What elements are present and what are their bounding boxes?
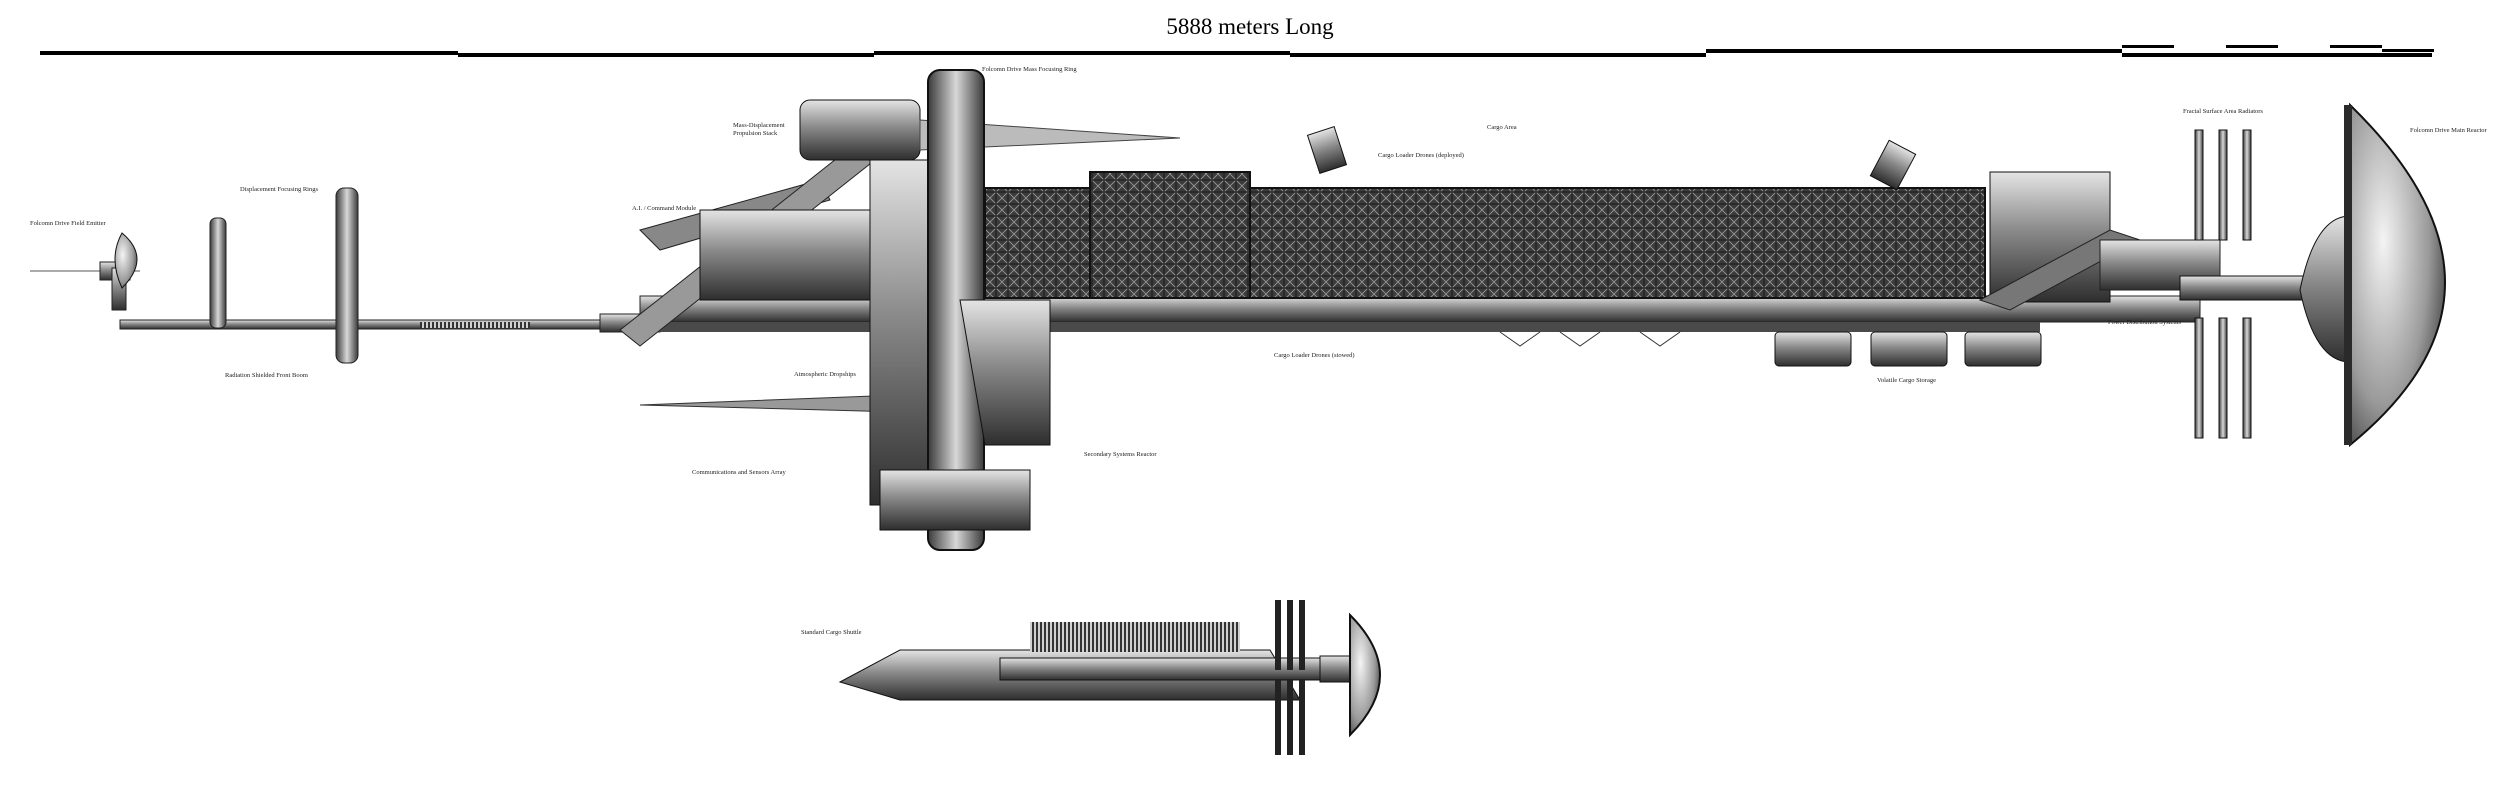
label-radiators: Fractal Surface Area Radiators [2183,108,2263,115]
label-drones-stowed: Cargo Loader Drones (stowed) [1274,352,1355,359]
scale-bar [40,45,2434,57]
label-focusing-rings: Displacement Focusing Rings [240,186,318,193]
label-dropships: Atmospheric Dropships [794,371,856,378]
displacement-focusing-rings [209,187,359,364]
cargo-area [984,171,2221,311]
cargo-shuttle [838,600,1381,755]
label-command-module: A.I. / Command Module [632,205,697,212]
label-power-distribution: Power Distribution Systems [2108,319,2181,326]
label-secondary-reactor: Secondary Systems Reactor [1084,451,1157,458]
label-front-boom: Radiation Shielded Front Boom [225,372,308,379]
volatile-cargo-storage [1774,331,2042,367]
label-drones-deployed: Cargo Loader Drones (deployed) [1378,152,1464,159]
main-reactor [2299,102,2446,448]
label-cargo-area: Cargo Area [1487,124,1517,131]
label-comms-array: Communications and Sensors Array [692,469,786,476]
cargo-loader-drones [1306,126,1917,191]
label-volatile-storage: Volatile Cargo Storage [1877,377,1936,384]
label-main-reactor: Folcomn Drive Main Reactor [2410,127,2487,134]
field-emitter-dish [30,232,140,311]
diagram-title: 5888 meters Long [1166,14,1334,39]
label-field-emitter: Folcomn Drive Field Emitter [30,220,106,227]
label-cargo-shuttle: Standard Cargo Shuttle [801,629,862,636]
label-propulsion-stack: Mass-Displacement Propulsion Stack [733,122,785,137]
mass-focusing-ring [869,69,1051,551]
label-mass-focusing-ring: Folcomn Drive Mass Focusing Ring [982,66,1077,73]
front-boom [119,313,661,333]
